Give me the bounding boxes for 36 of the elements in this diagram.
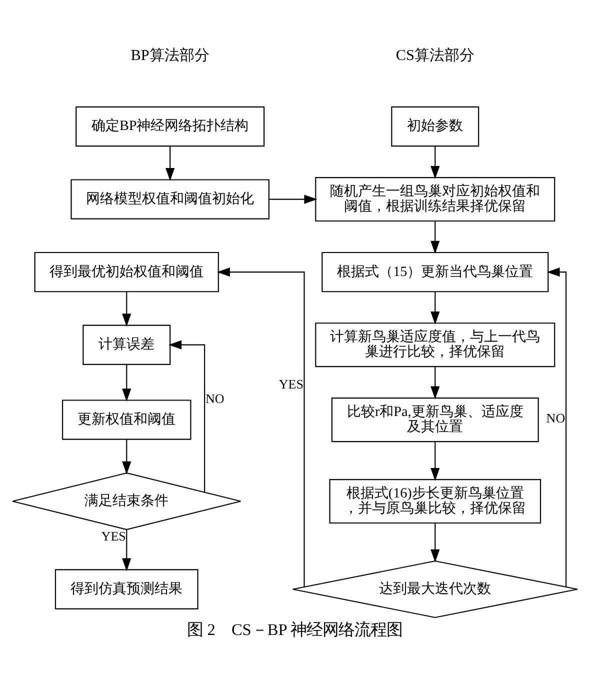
arrow (269, 194, 318, 204)
node-box: 计算误差 (82, 324, 171, 365)
arrow (122, 440, 132, 474)
edge-label: YES (101, 528, 126, 544)
arrow (122, 292, 132, 327)
caption: 图 2 CS－BP 神经网络流程图 (187, 620, 403, 639)
arrow (122, 364, 132, 402)
edge-label: YES (278, 376, 304, 392)
node-box: 得到仿真预测结果 (54, 569, 198, 610)
node-box: 确定BP神经网络拓扑结构 (76, 106, 265, 147)
arrow (430, 442, 440, 482)
node-box: 计算新鸟巢适应度值，与上一代鸟巢进行比较，择优保留 (315, 322, 556, 368)
arrow (430, 146, 440, 180)
arrow (430, 523, 440, 562)
arrow (546, 268, 567, 587)
label: CS算法部分 (396, 46, 474, 64)
arrow (166, 146, 175, 182)
edge-label: NO (546, 410, 566, 426)
arrow (430, 221, 440, 254)
node-box: 初始参数 (391, 106, 480, 147)
node-box: 根据式(16)步长更新鸟巢位置，并与原鸟巢比较，择优保留 (329, 479, 542, 524)
node-box: 得到最优初始权值和阈值 (34, 252, 219, 292)
node-box: 根据式（15）更新当代鸟巢位置 (322, 252, 549, 292)
arrow (430, 292, 440, 325)
node-box: 比较r和Pa,更新鸟巢、适应度及其位置 (331, 398, 539, 442)
edge-label: NO (205, 390, 224, 406)
node-box: 随机产生一组鸟巢对应初始权值和阈值，根据训练结果择优保留 (315, 177, 556, 222)
arrow (216, 268, 305, 587)
node-box: 网络模型权值和阈值初始化 (70, 179, 270, 220)
arrow (168, 340, 206, 492)
arrow (430, 366, 440, 400)
label: BP算法部分 (130, 46, 210, 64)
node-box: 更新权值和阈值 (62, 400, 192, 440)
arrow (122, 530, 132, 572)
node-diamond: 满足结束条件 (12, 472, 242, 530)
node-diamond: 达到最大迭代次数 (292, 560, 578, 618)
